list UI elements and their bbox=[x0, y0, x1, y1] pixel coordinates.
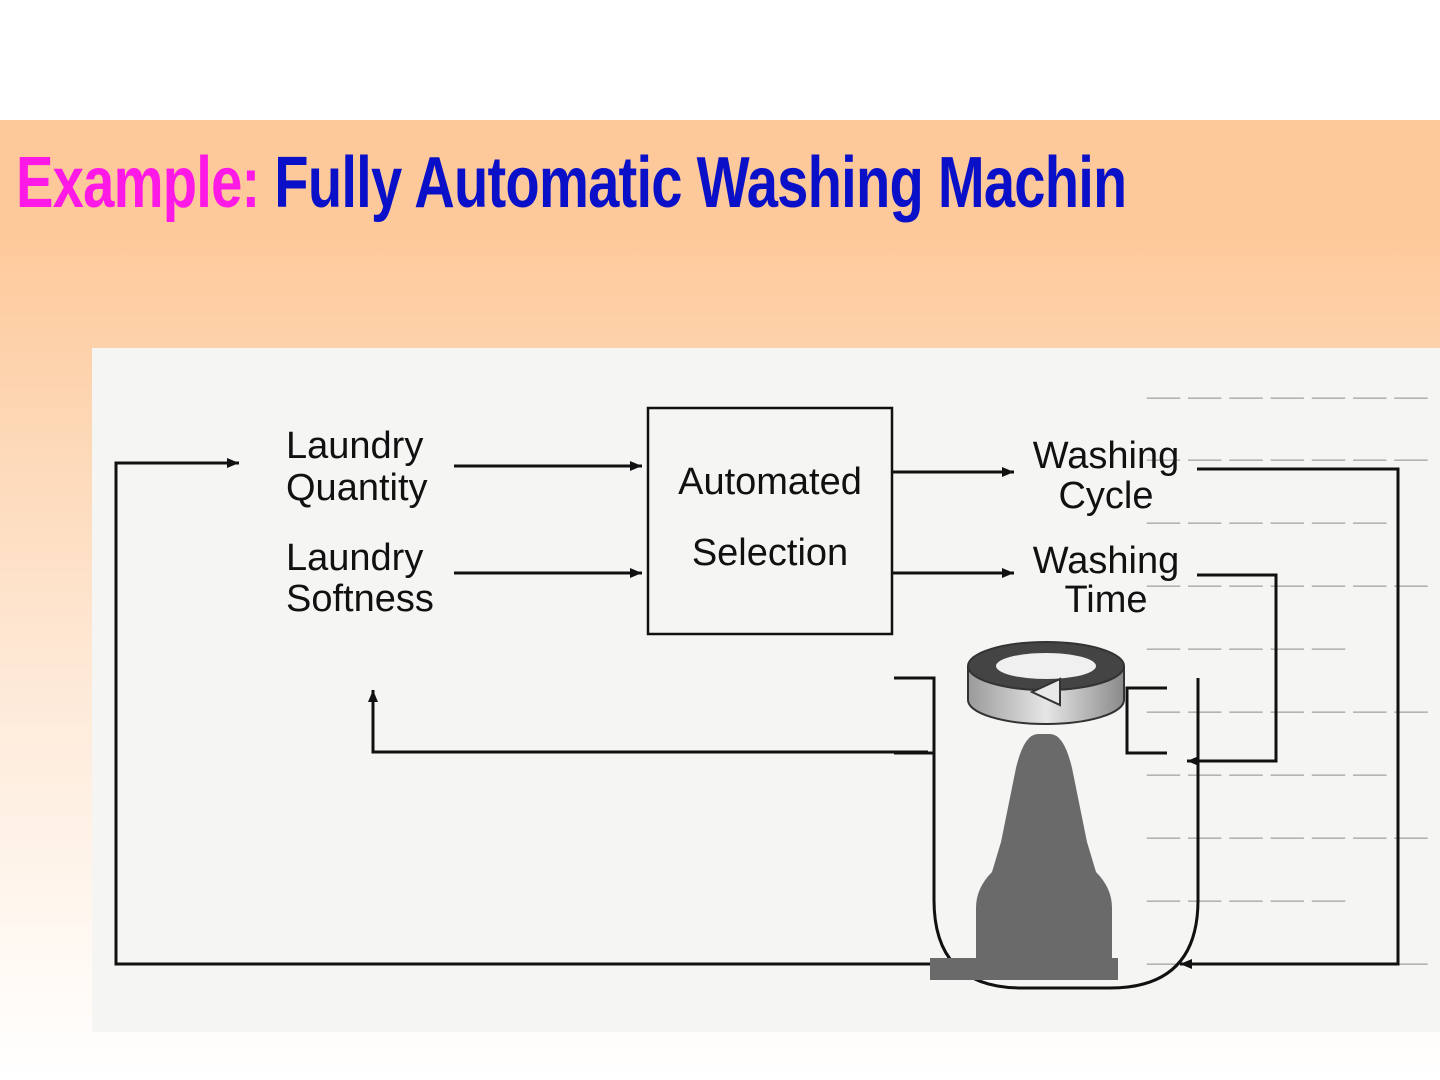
output-label-cycle-line1: Washing bbox=[1033, 435, 1179, 477]
title-main: Fully Automatic Washing Machine bbox=[274, 143, 1124, 223]
bottom-return-line bbox=[114, 461, 930, 966]
controller-label-line2: Selection bbox=[692, 532, 848, 574]
output-label-time-line1: Washing bbox=[1033, 540, 1179, 582]
controller-label-line1: Automated bbox=[678, 461, 862, 503]
right-bracket bbox=[1125, 686, 1167, 755]
tub-outline bbox=[932, 678, 1200, 990]
input-label-softness-line2: Softness bbox=[286, 578, 434, 620]
title-prefix: Example: bbox=[16, 143, 260, 223]
time-feedback-line bbox=[1197, 573, 1278, 763]
slide-title: Example: Fully Automatic Washing Machine bbox=[16, 138, 1124, 228]
output-label-cycle-line2: Cycle bbox=[1058, 475, 1153, 517]
internal-feedback-line bbox=[371, 698, 928, 754]
diagram-svg: Laundry Quantity Laundry Softness Automa… bbox=[114, 406, 1400, 990]
left-bracket bbox=[894, 676, 936, 755]
washing-machine-diagram: — — — — — — — — — — — — — — — — — — — — … bbox=[92, 348, 1440, 1032]
output-label-time-line2: Time bbox=[1064, 579, 1147, 621]
outer-feedback-loop bbox=[1197, 467, 1400, 966]
input-label-quantity-line2: Quantity bbox=[286, 467, 428, 509]
input-label-quantity-line1: Laundry bbox=[286, 425, 423, 467]
input-label-softness-line1: Laundry bbox=[286, 537, 423, 579]
agitator-shape bbox=[930, 734, 1118, 980]
rotation-arrow-icon bbox=[967, 641, 1125, 725]
controller-box bbox=[646, 406, 894, 636]
